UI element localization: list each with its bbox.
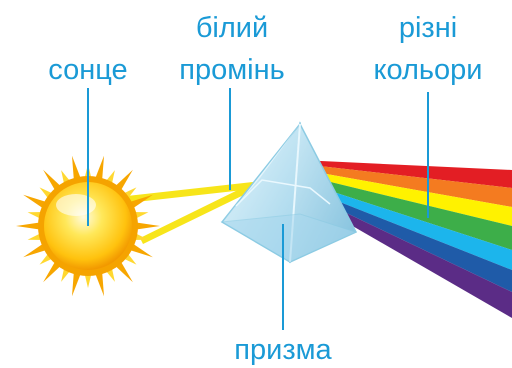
white-ray-label-line1: білий — [196, 14, 268, 43]
prism-label: призма — [234, 336, 331, 365]
sun-label: сонце — [48, 56, 127, 85]
colors-label-line2: кольори — [374, 56, 483, 85]
white-ray-label-line2: промінь — [179, 56, 284, 85]
colors-label-line1: різні — [399, 14, 457, 43]
